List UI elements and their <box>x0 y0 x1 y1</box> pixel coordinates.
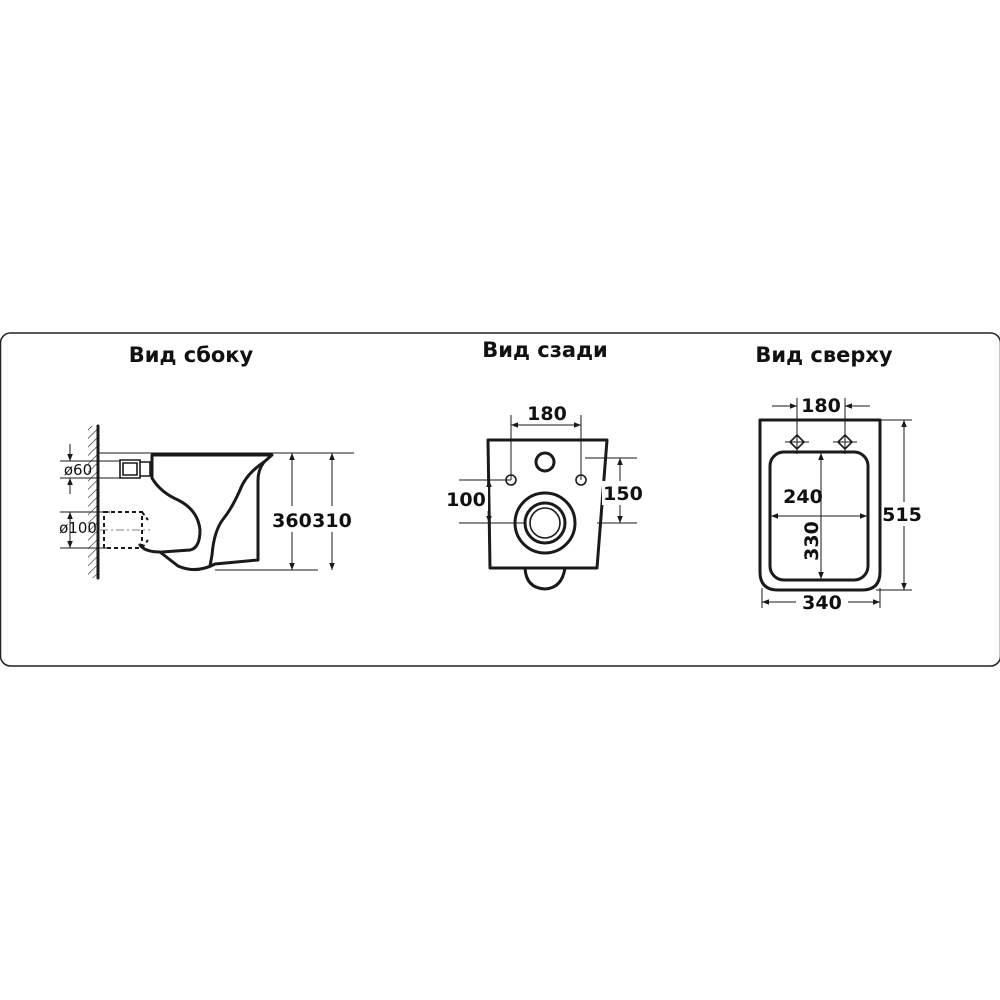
drain-mid <box>523 501 567 545</box>
inlet-fitting <box>119 459 151 479</box>
back-view: Вид сзади 180 100 150 <box>446 338 648 591</box>
mount-marker-right <box>833 430 857 454</box>
trap-curve <box>208 460 266 568</box>
top-view: Вид сверху 180 240 <box>755 343 923 614</box>
drain-outer <box>513 491 577 555</box>
mount-hole-left <box>505 474 517 486</box>
dim-pipe-large: ø100 <box>59 519 97 537</box>
mount-hole-right <box>575 474 587 486</box>
dim-hole-height: 150 <box>603 483 643 505</box>
dim-bowl-length: 330 <box>801 521 823 561</box>
top-bowl-outline <box>768 450 870 582</box>
top-body-outline <box>758 418 882 592</box>
dim-bowl-width: 240 <box>783 486 823 508</box>
inner-bowl-curve <box>150 476 202 554</box>
dim-drain-height: 100 <box>446 489 486 511</box>
dim-total-length: 515 <box>882 504 922 526</box>
bowl-outline <box>138 453 274 571</box>
top-view-title: Вид сверху <box>755 343 893 367</box>
dim-top-hole-spacing: 180 <box>801 395 841 417</box>
dim-height-total: 360 <box>272 510 312 532</box>
mount-marker-left <box>785 430 809 454</box>
back-body-outline <box>486 438 609 570</box>
wall-hatching <box>88 426 98 578</box>
dim-total-width: 340 <box>802 592 842 614</box>
side-view-title: Вид сбоку <box>129 343 254 367</box>
dim-hole-spacing: 180 <box>527 403 567 425</box>
back-view-title: Вид сзади <box>482 338 608 362</box>
back-bowl-bottom <box>523 566 567 591</box>
inlet-hole <box>534 451 556 473</box>
side-view: Вид сбоку ø60 ø100 360 <box>59 343 358 580</box>
drawing-frame <box>0 332 1000 667</box>
dim-pipe-small: ø60 <box>64 461 92 479</box>
drain-inner <box>529 507 561 539</box>
dim-height-rim: 310 <box>312 510 352 532</box>
